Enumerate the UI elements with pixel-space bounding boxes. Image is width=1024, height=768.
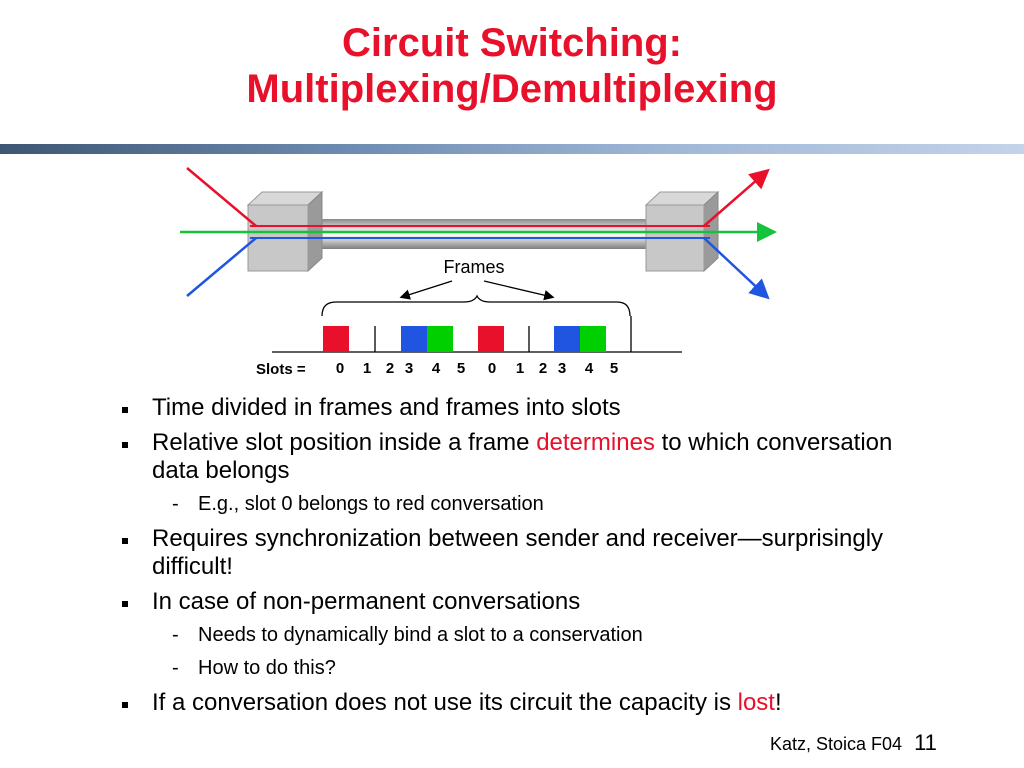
- sub-bullet-text: How to do this?: [198, 657, 336, 679]
- title-divider-bar: [0, 144, 1024, 154]
- slot-number: 4: [432, 360, 441, 377]
- sub-bullet-item: -E.g., slot 0 belongs to red conversatio…: [172, 493, 544, 515]
- slot-0-red: [478, 326, 504, 352]
- red-input-line: [186, 167, 257, 227]
- multiplexing-diagram: Frames Slots = 0 1 2 3 4 5 0 1 2 3 4 5: [180, 167, 777, 378]
- slot-3-blue: [554, 326, 580, 352]
- bullet-item: If a conversation does not use its circu…: [118, 689, 918, 717]
- red-output-arrow: [703, 168, 770, 227]
- page-number: 11: [914, 730, 937, 755]
- bullet-text: to which conversation data belongs: [152, 429, 893, 484]
- slots-label: Slots =: [256, 361, 306, 378]
- sub-bullet-text: Needs to dynamically bind a slot to a co…: [198, 624, 643, 646]
- highlight-text: determines: [536, 429, 655, 456]
- slot-3-blue: [401, 326, 427, 352]
- slide-footer: Katz, Stoica F04 11: [770, 730, 937, 756]
- blue-input-line: [186, 237, 257, 297]
- bullet-text: Relative slot position inside a frame: [152, 429, 537, 456]
- slot-number: 3: [558, 360, 566, 377]
- slot-number: 1: [516, 360, 524, 377]
- slot-number: 1: [363, 360, 371, 377]
- title-line-2: Multiplexing/Demultiplexing: [246, 67, 778, 111]
- slot-number: 3: [405, 360, 413, 377]
- sub-bullet-text: E.g., slot 0 belongs to red conversation: [198, 493, 544, 515]
- slot-number: 4: [585, 360, 594, 377]
- frames-label: Frames: [443, 257, 504, 277]
- footer-author: Katz, Stoica F04: [770, 734, 903, 754]
- bullet-text: If a conversation does not use its circu…: [152, 689, 738, 716]
- slide-title: Circuit Switching: Multiplexing/Demultip…: [0, 20, 1024, 112]
- highlight-text: lost: [737, 689, 775, 716]
- slot-0-red: [323, 326, 349, 352]
- bullet-item: Time divided in frames and frames into s…: [118, 394, 918, 422]
- slot-number: 2: [539, 360, 547, 377]
- slot-number: 0: [488, 360, 496, 377]
- slot-4-green: [427, 326, 453, 352]
- slot-number: 5: [457, 360, 465, 377]
- sub-bullet-item: -Needs to dynamically bind a slot to a c…: [172, 624, 643, 646]
- title-line-1: Circuit Switching:: [342, 21, 682, 65]
- frames-arrow-left: [399, 280, 453, 300]
- bullet-item: Requires synchronization between sender …: [118, 525, 918, 581]
- bullet-list: Time divided in frames and frames into s…: [118, 394, 918, 724]
- slot-4-green: [580, 326, 606, 352]
- slot-number: 0: [336, 360, 344, 377]
- bullet-item: In case of non-permanent conversations: [118, 588, 918, 616]
- bullet-text: !: [774, 689, 782, 716]
- trunk-pipe: [310, 219, 660, 249]
- slot-number: 2: [386, 360, 394, 377]
- frames-arrow-right: [483, 280, 555, 301]
- bullet-item: Relative slot position inside a frame de…: [118, 429, 918, 485]
- frame-braces: [321, 294, 631, 317]
- blue-output-arrow: [703, 237, 770, 300]
- slot-number: 5: [610, 360, 618, 377]
- sub-bullet-item: -How to do this?: [172, 657, 336, 679]
